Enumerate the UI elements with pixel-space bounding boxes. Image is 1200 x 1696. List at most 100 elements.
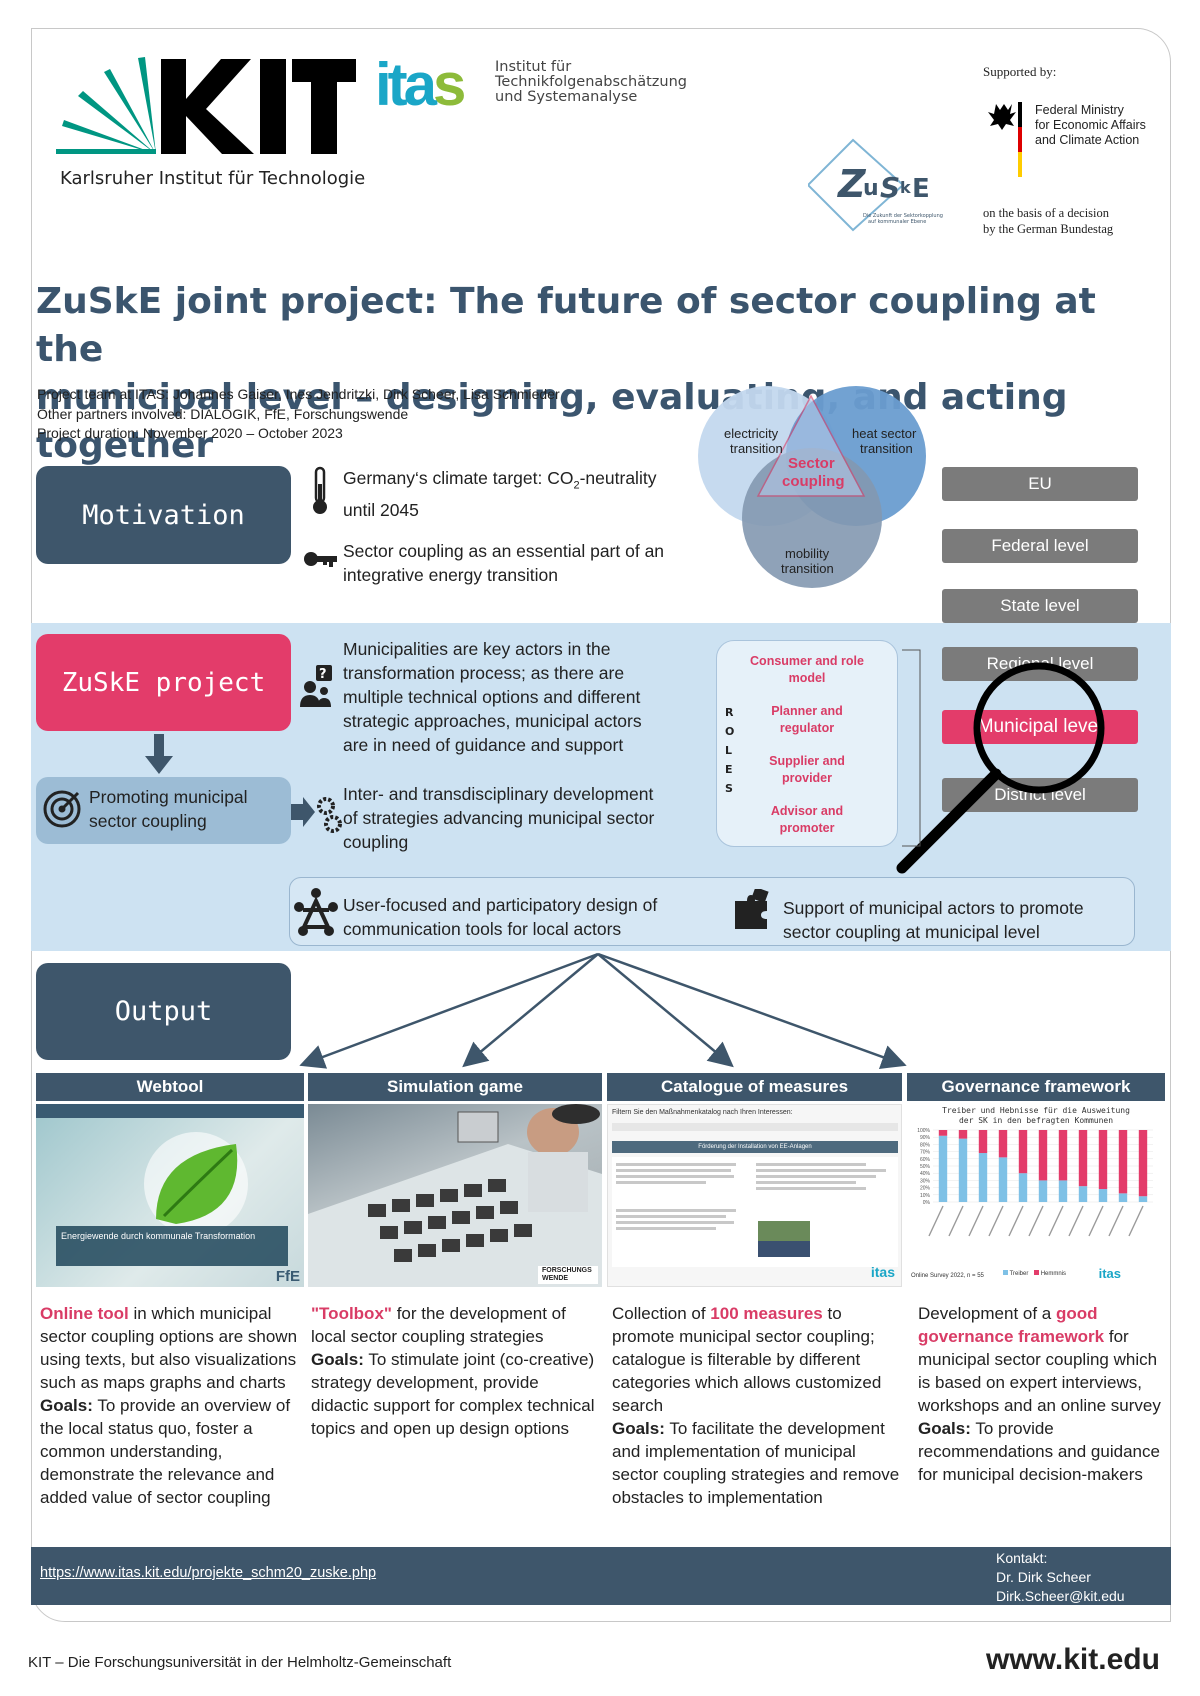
puzzle-icon xyxy=(735,889,769,929)
chart-bar-treiber xyxy=(1118,1193,1128,1202)
chart-bar-treiber xyxy=(978,1153,988,1202)
chart-bar-hemmnis xyxy=(1118,1130,1128,1194)
chart-bar-treiber xyxy=(998,1157,1008,1202)
governance-description: Development of a good governance framewo… xyxy=(918,1304,1161,1484)
project-text-2: Inter- and transdisciplinary development… xyxy=(343,784,655,852)
chart-category-label xyxy=(1088,1205,1104,1237)
chart-tick-label: 50% xyxy=(920,1164,931,1170)
svg-text:E: E xyxy=(912,174,930,204)
chart-footer: Online Survey 2022, n = 55 xyxy=(911,1273,984,1279)
footer-bar xyxy=(31,1547,1171,1605)
magnifier-icon xyxy=(896,662,1105,874)
chart-tick-label: 0% xyxy=(923,1200,931,1206)
support-box xyxy=(289,877,1135,946)
zuske-project-box: ZuSkE project xyxy=(36,634,291,731)
chart-category-label xyxy=(968,1205,984,1237)
question-person-icon: ? xyxy=(300,665,332,707)
target-icon xyxy=(43,790,81,828)
contact-email[interactable]: Dirk.Scheer@kit.edu xyxy=(996,1588,1125,1604)
venn-center-2: coupling xyxy=(782,473,845,490)
supported-by: Supported by: xyxy=(983,64,1057,79)
chart-tick-label: 90% xyxy=(920,1135,931,1141)
level-eu: EU xyxy=(942,467,1138,501)
governance-itas-logo: itas xyxy=(1098,1266,1121,1281)
chart-bar-treiber xyxy=(938,1135,948,1202)
venn-electricity-1: electricity xyxy=(724,426,779,441)
page-title: ZuSkE joint project: The future of secto… xyxy=(36,281,1096,466)
simulation-game-photo: FORSCHUNGS WENDE xyxy=(308,1104,602,1287)
venn-heat-1: heat sector xyxy=(852,426,917,441)
chart-title: Treiber und Hebnisse für die Ausweitung … xyxy=(942,1106,1130,1125)
chart-tick-label: 60% xyxy=(920,1157,931,1163)
output-box: Output xyxy=(36,963,291,1060)
chart-tick-label: 70% xyxy=(920,1150,931,1156)
chart-bar-hemmnis xyxy=(958,1130,968,1139)
catalogue-bar: Förderung der Installation von EE-Anlage… xyxy=(612,1141,898,1153)
chart-category-label xyxy=(1008,1205,1024,1237)
motivation-point-1: Germany‘s climate target: CO2-neutrality… xyxy=(343,468,657,520)
zuske-logo: Z u S k E Die Zukunft der Sektorkopplung… xyxy=(808,138,943,232)
chart-bar-hemmnis xyxy=(998,1130,1008,1158)
chart-bar-treiber xyxy=(1098,1189,1108,1202)
venn-heat-2: transition xyxy=(860,441,913,456)
forschungswende-logo: FORSCHUNGS WENDE xyxy=(538,1266,598,1284)
chart-bar-hemmnis xyxy=(938,1130,948,1136)
chart-bar-hemmnis xyxy=(1038,1130,1048,1181)
chart-bar-hemmnis xyxy=(1078,1130,1088,1187)
chart-category-label xyxy=(1028,1205,1044,1237)
project-url-link[interactable]: https://www.itas.kit.edu/projekte_schm20… xyxy=(40,1565,377,1581)
chart-bar-treiber xyxy=(1018,1173,1028,1202)
svg-text:?: ? xyxy=(319,667,327,682)
chart-category-label xyxy=(1048,1205,1064,1237)
leaf-bulb-icon xyxy=(144,1132,248,1236)
webtool-caption: Energiewende durch kommunale Transformat… xyxy=(56,1226,288,1266)
game-table-cards xyxy=(308,1104,602,1287)
webtool-screenshot: Energiewende durch kommunale Transformat… xyxy=(36,1104,304,1287)
itas-text: Institut für Technikfolgenabschätzung un… xyxy=(495,59,687,105)
chart-bar-hemmnis xyxy=(978,1130,988,1154)
down-arrow-icon xyxy=(145,734,173,774)
chart-bar-treiber xyxy=(958,1138,968,1202)
chart-bar-treiber xyxy=(1078,1186,1088,1202)
project-text-4: Support of municipal actors to promote s… xyxy=(783,898,1084,942)
chart-bar-treiber xyxy=(1038,1180,1048,1202)
col-head-simulation: Simulation game xyxy=(308,1073,602,1101)
output-arrows xyxy=(299,952,907,1069)
catalogue-filter-title: Filtern Sie den Maßnahmenkatalog nach Ih… xyxy=(612,1109,793,1116)
zuske-caption-1: Die Zukunft der Sektorkopplung xyxy=(863,213,943,219)
catalogue-text-lines xyxy=(616,1163,886,1257)
zuske-caption-2: auf kommunaler Ebene xyxy=(868,219,926,225)
sector-coupling-venn: electricity transition heat sector trans… xyxy=(698,386,926,588)
chart-bar-hemmnis xyxy=(1098,1130,1108,1190)
kit-logo xyxy=(56,57,356,154)
thermometer-icon xyxy=(313,466,327,514)
motivation-box: Motivation xyxy=(36,466,291,564)
chart-tick-label: 80% xyxy=(920,1142,931,1148)
chart-tick-label: 40% xyxy=(920,1171,931,1177)
chart-legend: Treiber Hemmnis xyxy=(1003,1270,1066,1277)
level-federal: Federal level xyxy=(942,529,1138,563)
federal-eagle-icon xyxy=(988,102,1022,177)
kit-website[interactable]: www.kit.edu xyxy=(986,1643,1160,1676)
chart-bar-treiber xyxy=(1138,1196,1148,1202)
chart-bar-hemmnis xyxy=(1138,1130,1148,1197)
chart-tick-label: 30% xyxy=(920,1178,931,1184)
motivation-point-2: Sector coupling as an essential part of … xyxy=(343,541,665,585)
chart-category-label xyxy=(928,1205,944,1237)
roles-bracket xyxy=(902,649,921,847)
governance-chart: Treiber und Hebnisse für die Ausweitung … xyxy=(907,1104,1165,1287)
ffe-logo: FfE xyxy=(275,1268,300,1285)
svg-text:Z: Z xyxy=(837,162,867,206)
helmholtz-tagline: KIT – Die Forschungsuniversität in der H… xyxy=(28,1654,452,1671)
chart-tick-label: 100% xyxy=(917,1128,930,1134)
participation-icon xyxy=(294,888,338,936)
decision-text: on the basis of a decision by the German… xyxy=(983,206,1114,236)
chart-tick-label: 20% xyxy=(920,1186,931,1192)
catalogue-itas-logo: itas xyxy=(870,1264,895,1280)
project-text-3: User-focused and participatory design of… xyxy=(343,895,658,939)
col-head-webtool: Webtool xyxy=(36,1073,304,1101)
chart-category-label xyxy=(948,1205,964,1237)
